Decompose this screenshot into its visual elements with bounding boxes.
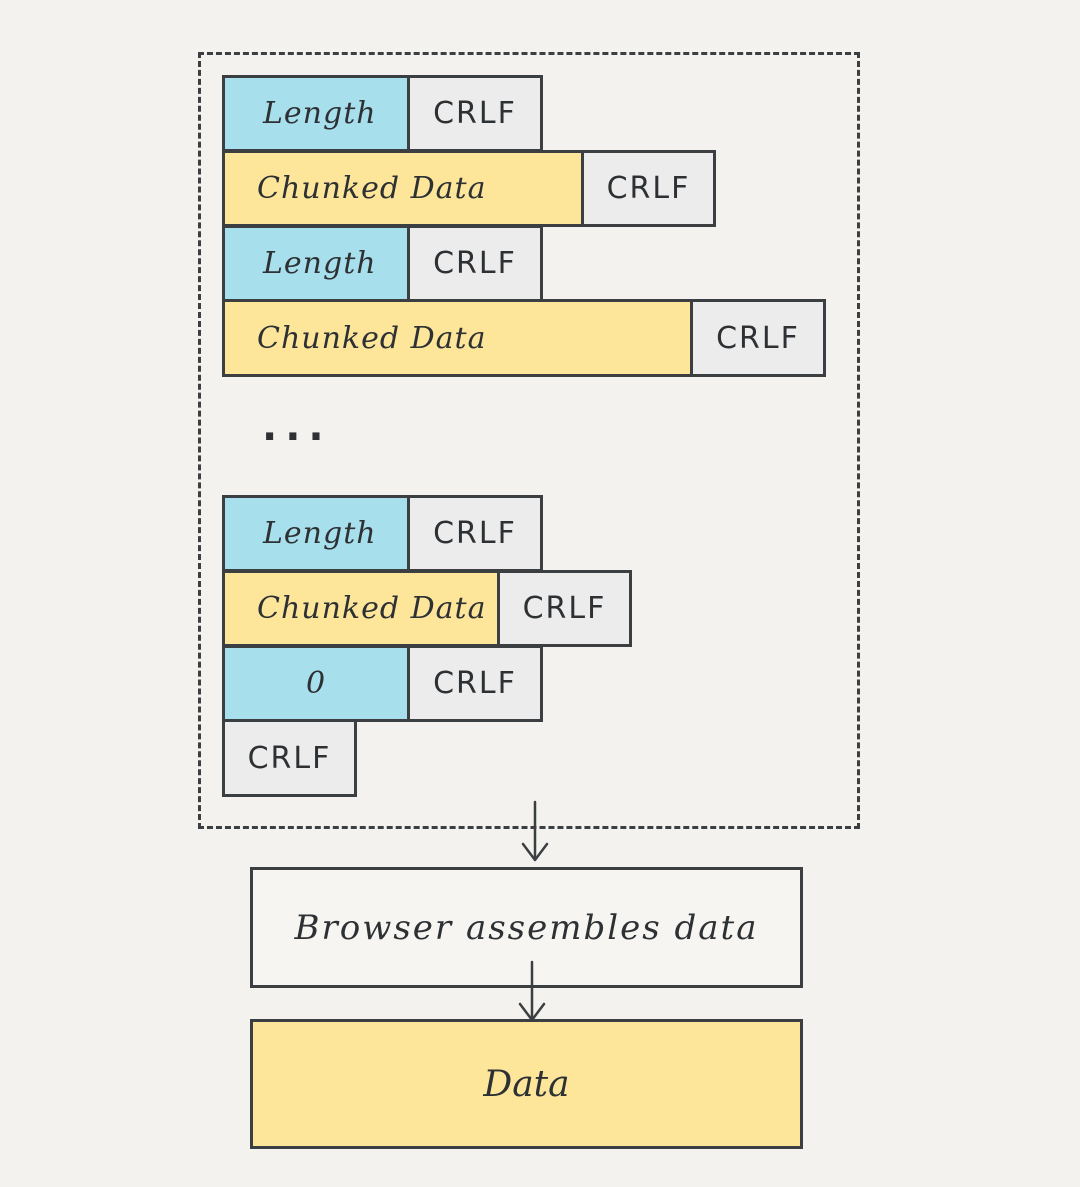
chunk-2-length-label: Length: [263, 246, 377, 281]
chunk-1-data-crlf: CRLF: [581, 150, 716, 227]
chunk-2-data-crlf-label: CRLF: [716, 320, 800, 356]
chunk-2-length: Length: [222, 225, 410, 302]
chunk-1-length-crlf: CRLF: [407, 75, 543, 152]
chunk-1-data: Chunked Data: [222, 150, 584, 227]
last-chunk-length-crlf-label: CRLF: [433, 666, 517, 701]
last-chunk-zero-label: 0: [305, 666, 327, 701]
chunk-3-length: Length: [222, 495, 410, 572]
down-arrow-icon: [518, 960, 546, 1022]
chunk-2-length-crlf: CRLF: [407, 225, 543, 302]
chunk-1-length-crlf-label: CRLF: [433, 96, 517, 131]
chunk-3-length-crlf-label: CRLF: [433, 516, 517, 551]
last-chunk-length-crlf: CRLF: [407, 645, 543, 722]
chunk-2-data-crlf: CRLF: [690, 299, 826, 377]
process-label: Browser assembles data: [294, 907, 759, 948]
chunk-1-length: Length: [222, 75, 410, 152]
output-label: Data: [483, 1063, 570, 1105]
chunked-body-frame: [198, 52, 860, 829]
chunk-1-length-label: Length: [263, 96, 377, 131]
assembled-data-box: Data: [250, 1019, 803, 1149]
final-crlf: CRLF: [222, 719, 357, 797]
chunk-1-data-label: Chunked Data: [257, 171, 487, 206]
chunk-3-data-crlf: CRLF: [497, 570, 632, 647]
chunk-2-data: Chunked Data: [222, 299, 694, 377]
chunk-3-length-crlf: CRLF: [407, 495, 543, 572]
chunk-1-data-crlf-label: CRLF: [606, 171, 691, 206]
chunk-3-data: Chunked Data: [222, 570, 500, 647]
last-chunk-zero-length: 0: [222, 645, 410, 722]
chunk-3-data-label: Chunked Data: [257, 591, 487, 626]
chunk-2-length-crlf-label: CRLF: [433, 246, 517, 281]
chunk-3-data-crlf-label: CRLF: [522, 591, 607, 626]
final-crlf-label: CRLF: [247, 740, 332, 776]
browser-assembles-step: Browser assembles data: [250, 867, 803, 988]
ellipsis: ...: [262, 404, 332, 450]
chunk-2-data-label: Chunked Data: [257, 320, 487, 356]
chunk-3-length-label: Length: [263, 516, 377, 551]
down-arrow-icon: [521, 800, 549, 862]
